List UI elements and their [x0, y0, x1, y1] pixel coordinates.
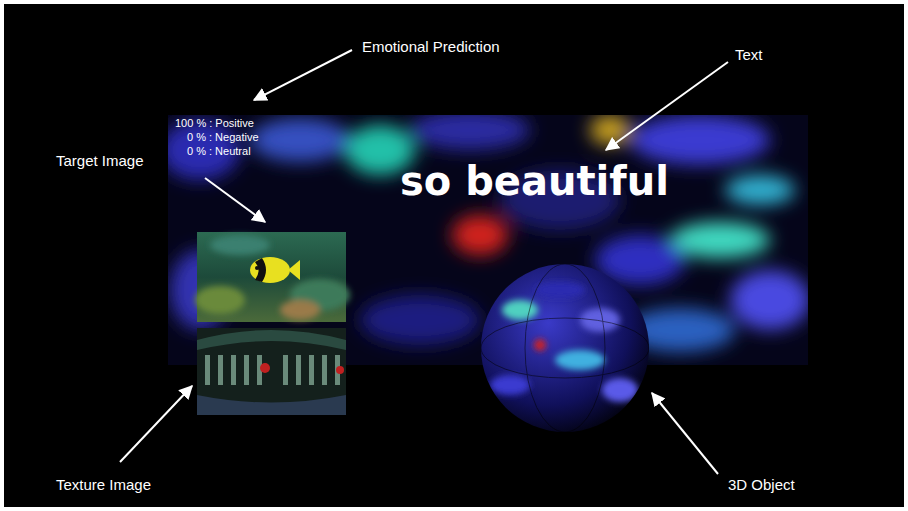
callout-label: Texture Image	[56, 476, 151, 493]
callout-label: 3D Object	[728, 476, 795, 493]
prediction-line: 0 % : Negative	[187, 131, 259, 144]
callout-label: Target Image	[56, 152, 144, 169]
leader-arrows	[120, 50, 728, 474]
prediction-line: 100 % : Positive	[175, 117, 254, 130]
target-image	[195, 232, 350, 322]
sphere-object	[481, 264, 649, 432]
installation-screenshot	[4, 4, 904, 507]
projected-text: so beautiful	[400, 158, 669, 204]
prediction-line: 0 % : Neutral	[187, 145, 251, 158]
callout-label: Text	[735, 46, 763, 63]
screen-background: Emotional Prediction TextTarget Image 100 …	[4, 4, 904, 507]
callout-label: Emotional Prediction	[362, 38, 500, 55]
texture-image	[197, 328, 346, 415]
